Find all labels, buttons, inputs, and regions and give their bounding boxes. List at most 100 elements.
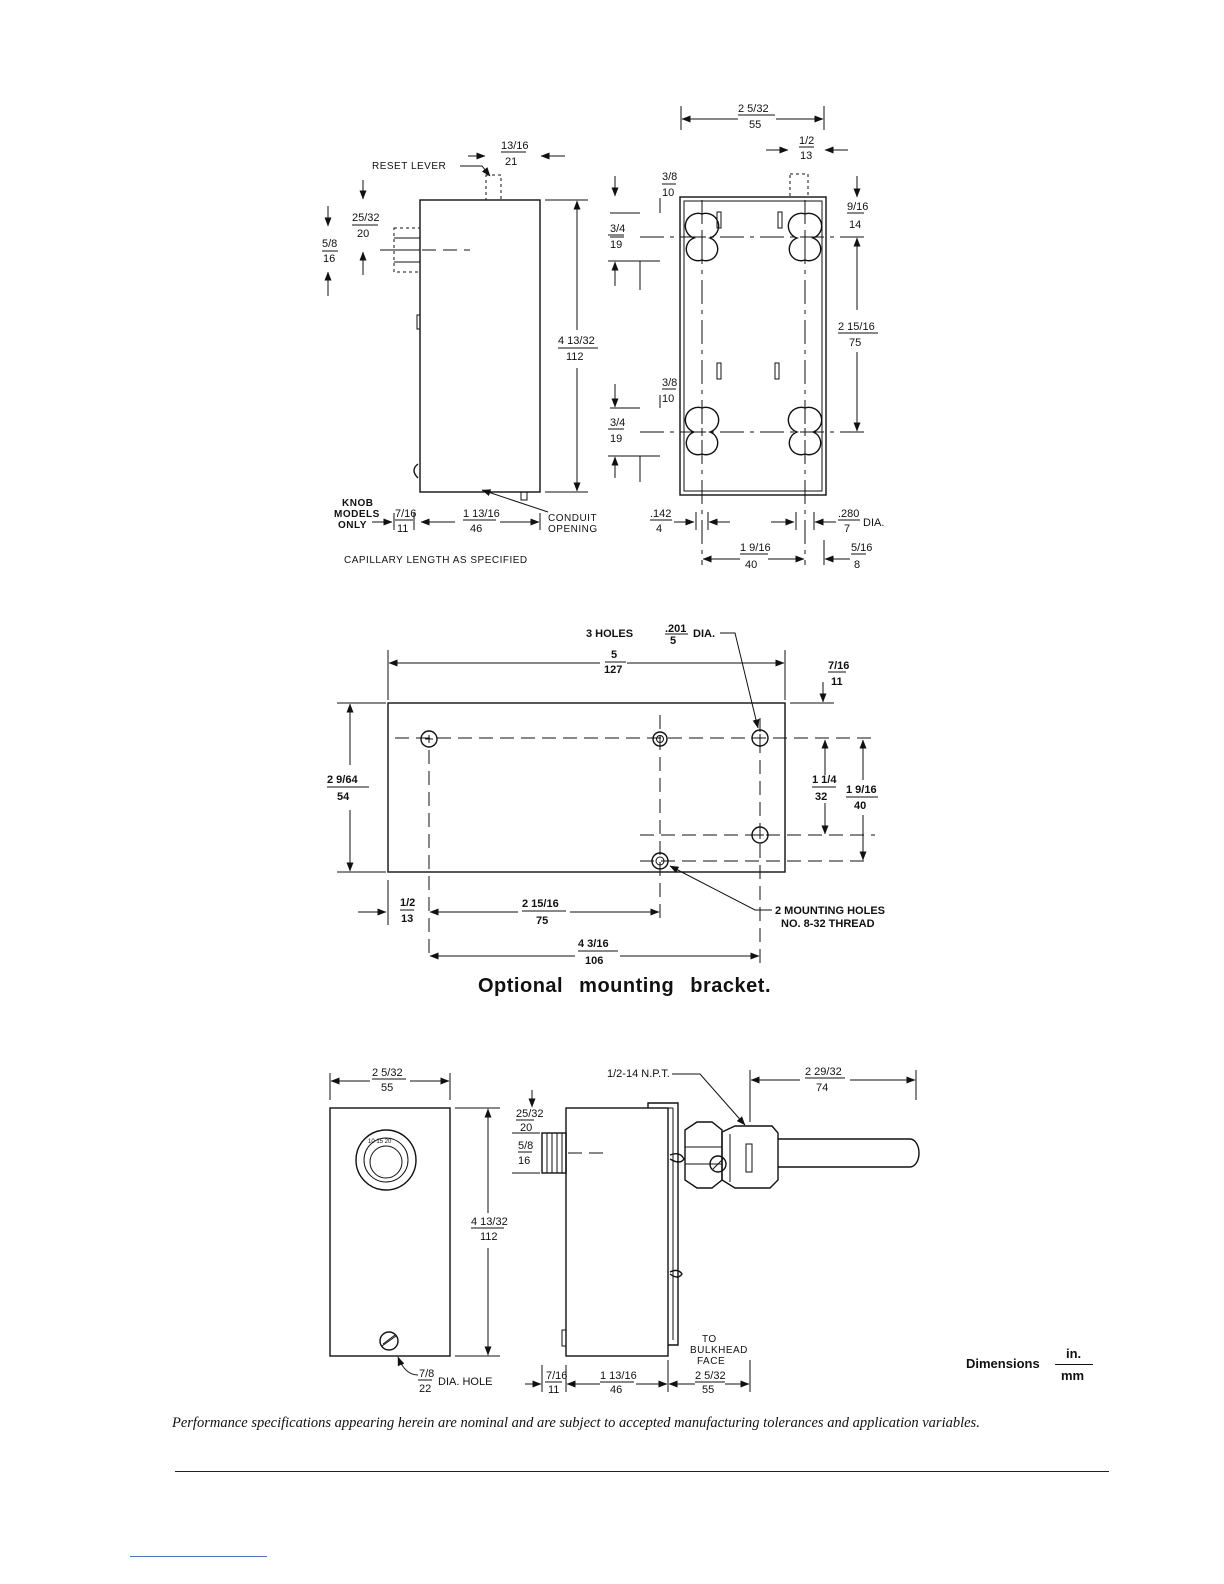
dim-46-mm: 46 [470, 523, 482, 535]
mounting-bracket: 3 HOLES .201 5 DIA. 5 127 7/16 11 2 9/64… [327, 623, 885, 967]
dim-3-4-top-in: 3/4 [610, 223, 625, 235]
dim-40-mm: 40 [745, 559, 757, 571]
dim-22-mm: 22 [419, 1383, 431, 1395]
dim-106-mm: 106 [585, 955, 603, 967]
holes-note-mm: 5 [670, 635, 676, 647]
dim-7-8-in: 7/8 [419, 1368, 434, 1380]
dim-55-side-mm: 55 [702, 1384, 714, 1396]
unit-mm: mm [1061, 1368, 1085, 1383]
dim-11-bottom-mm: 11 [548, 1384, 559, 1396]
svg-text:10 15 20: 10 15 20 [368, 1139, 392, 1145]
dim-7-16-bottom-in: 7/16 [546, 1370, 567, 1382]
link-underline[interactable] [130, 1556, 267, 1557]
dim-13-bracket-mm: 13 [401, 913, 413, 925]
bracket-hole-2 [751, 729, 769, 747]
dim-55-mm: 55 [749, 119, 761, 131]
holes-note-label: 3 HOLES [586, 628, 633, 640]
dim-142-in: .142 [650, 508, 671, 520]
dim-5-16-in: 5/16 [851, 542, 872, 554]
dim-16-bottom-mm: 16 [518, 1155, 530, 1167]
dim-25-32-bottom-in: 25/32 [516, 1108, 544, 1120]
dim-8-mm: 8 [854, 559, 860, 571]
bracket-hole-3 [751, 826, 769, 844]
front-screw [379, 1331, 399, 1351]
dim-55-front-mm: 55 [381, 1082, 393, 1094]
side-view-bottom: 1/2-14 N.P.T. 25/32 20 5/8 16 2 29/32 74… [512, 1066, 920, 1396]
dim-4-13-32-bottom-in: 4 13/32 [471, 1216, 508, 1228]
dim-11-mm: 11 [397, 523, 408, 535]
dim-7-mm: 7 [844, 523, 850, 535]
dim-4-13-32-in: 4 13/32 [558, 335, 595, 347]
bracket-caption: Optional mounting bracket. [478, 975, 772, 997]
unit-inches: in. [1066, 1346, 1082, 1361]
dim-14-mm: 14 [849, 219, 861, 231]
dim-4-mm: 4 [656, 523, 662, 535]
dim-19-top-mm: 19 [610, 239, 622, 251]
bulkhead-line1: TO [702, 1334, 717, 1345]
holes-note-dia: DIA. [693, 628, 715, 640]
dim-1-2-in: 1/2 [799, 135, 814, 147]
dim-5-8-bottom-in: 5/8 [518, 1140, 533, 1152]
mount-note-line2: NO. 8-32 THREAD [781, 918, 875, 930]
dim-3-4-bot-in: 3/4 [610, 417, 625, 429]
mounting-hole-2 [651, 852, 669, 870]
dim-280-in: .280 [838, 508, 859, 520]
dim-112-mm: 112 [566, 351, 584, 363]
dim-16-mm: 16 [323, 253, 335, 265]
dim-112-bottom-mm: 112 [480, 1231, 498, 1243]
page-rule [175, 1471, 1109, 1472]
dimensions-label: Dimensions [966, 1356, 1040, 1371]
knob-models-line2: MODELS [334, 509, 380, 520]
dim-2-29-32-in: 2 29/32 [805, 1066, 842, 1078]
knob-models-line1: KNOB [342, 498, 373, 509]
dim-5-in: 5 [611, 649, 617, 661]
mounting-hole-1 [652, 731, 668, 747]
bulkhead-line2: BULKHEAD [690, 1345, 748, 1356]
dim-19-bot-mm: 19 [610, 433, 622, 445]
dimensions-legend: Dimensions in. mm [964, 1346, 1104, 1386]
dim-7-16-bracket-in: 7/16 [828, 660, 849, 672]
side-view-top: RESET LEVER 13/16 21 25/32 20 5/8 16 4 1… [322, 140, 598, 566]
dim-46-bottom-mm: 46 [610, 1384, 622, 1396]
dim-75-bracket-mm: 75 [536, 915, 548, 927]
conduit-line2: OPENING [548, 524, 598, 535]
dim-54-mm: 54 [337, 791, 350, 803]
dim-20-mm: 20 [357, 228, 369, 240]
dim-2-5-32-side-in: 2 5/32 [695, 1370, 726, 1382]
dim-4-3-16-in: 4 3/16 [578, 938, 609, 950]
bulkhead-line3: FACE [697, 1356, 725, 1367]
dim-1-9-16-bracket-in: 1 9/16 [846, 784, 877, 796]
dim-1-1-4-in: 1 1/4 [812, 774, 837, 786]
dim-13-mm: 13 [800, 150, 812, 162]
dim-20-bottom-mm: 20 [520, 1122, 532, 1134]
npt-label: 1/2-14 N.P.T. [607, 1068, 670, 1080]
dim-5-8-in: 5/8 [322, 238, 337, 250]
dim-3-8-bot-in: 3/8 [662, 377, 677, 389]
holes-note-in: .201 [665, 623, 686, 635]
dim-10-bot-mm: 10 [662, 393, 674, 405]
dim-1-9-16-in: 1 9/16 [740, 542, 771, 554]
dia-label: DIA. [863, 517, 884, 529]
front-view-bottom: 10 15 20 2 5/32 55 4 13/32 112 7/8 22 DI… [329, 1067, 508, 1395]
dim-74-mm: 74 [816, 1082, 828, 1094]
dim-25-32-in: 25/32 [352, 212, 380, 224]
dia-hole-label: DIA. HOLE [438, 1376, 492, 1388]
unit-divider [1055, 1364, 1093, 1365]
dim-127-mm: 127 [604, 664, 622, 676]
dim-75-mm: 75 [849, 337, 861, 349]
bracket-hole-1 [420, 730, 438, 748]
dim-7-16-in: 7/16 [395, 508, 416, 520]
dim-2-15-16-in: 2 15/16 [838, 321, 875, 333]
knob-models-line3: ONLY [338, 520, 367, 531]
dim-9-16-in: 9/16 [847, 201, 868, 213]
dim-3-8-top-in: 3/8 [662, 171, 677, 183]
dim-40-bracket-mm: 40 [854, 800, 866, 812]
dim-10-top-mm: 10 [662, 187, 674, 199]
dim-2-5-32-in: 2 5/32 [738, 103, 769, 115]
mount-note-line1: 2 MOUNTING HOLES [775, 905, 885, 917]
dim-1-2-bracket-in: 1/2 [400, 897, 415, 909]
dim-1-13-16-in: 1 13/16 [463, 508, 500, 520]
dim-11-bracket-mm: 11 [831, 676, 843, 688]
reset-lever-label: RESET LEVER [372, 161, 446, 172]
